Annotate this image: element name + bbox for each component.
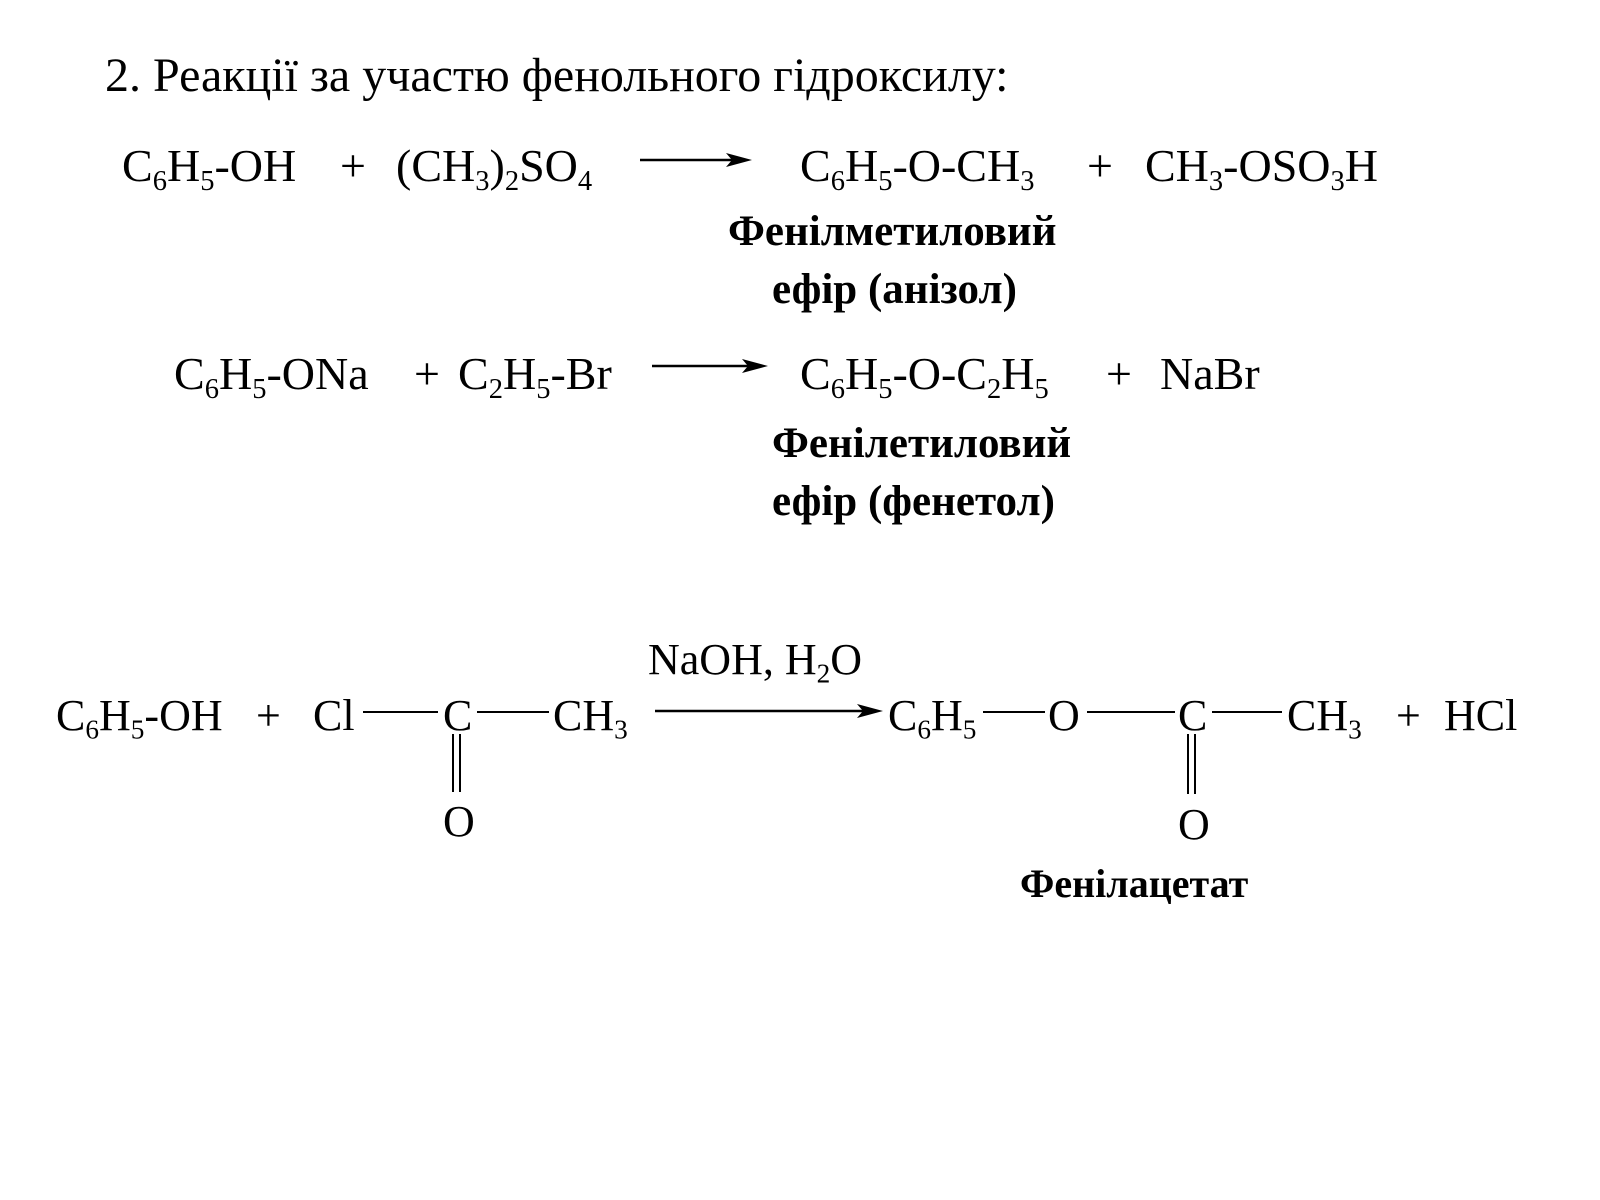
r3-ester-oxygen: O — [1048, 691, 1080, 740]
r1-product-name-line1: Фенілметиловий — [728, 208, 1057, 255]
slide-title: 2. Реакції за участю фенольного гідрокси… — [105, 49, 1009, 102]
r3-product-c-ch3-bond — [1212, 711, 1282, 713]
r3-o-c-bond — [1087, 711, 1175, 713]
r3-carbonyl-oxygen: O — [443, 797, 475, 846]
r1-product-name-line2: ефір (анізол) — [772, 266, 1017, 313]
r2-plus-2: + — [1106, 348, 1132, 399]
r2-sodium-phenoxide: C6H5-ONa — [174, 348, 369, 406]
r3-product-methyl-group: CH3 — [1287, 691, 1362, 745]
r3-reaction-condition: NaOH, H2O — [648, 635, 863, 689]
r3-ph-o-bond — [983, 711, 1045, 713]
r3-chlorine-atom: Cl — [313, 691, 355, 740]
r2-phenetole: C6H5-O-C2H5 — [800, 348, 1049, 406]
r2-plus-1: + — [414, 348, 440, 399]
r2-reaction-arrow — [652, 359, 768, 373]
r1-reaction-arrow — [640, 153, 752, 167]
r3-cl-c-bond — [363, 711, 438, 713]
r3-plus-1: + — [256, 691, 281, 740]
r3-phenyl-group: C6H5 — [888, 691, 977, 745]
r1-anisole: C6H5-O-CH3 — [800, 140, 1035, 198]
r1-plus-1: + — [340, 140, 366, 191]
r3-plus-2: + — [1396, 691, 1421, 740]
r3-product-carbonyl-carbon: C — [1178, 691, 1208, 740]
r3-phenol: C6H5-OH — [56, 691, 223, 745]
r2-ethyl-bromide: C2H5-Br — [458, 348, 612, 406]
r1-plus-2: + — [1087, 140, 1113, 191]
r2-product-name-line2: ефір (фенетол) — [772, 478, 1055, 525]
r3-product-carbonyl-double-bond — [1187, 734, 1196, 794]
r1-methyl-sulfuric-acid: CH3-OSO3H — [1145, 140, 1379, 198]
r3-reaction-arrow — [655, 704, 883, 718]
r3-methyl-group: CH3 — [553, 691, 628, 745]
r2-product-name-line1: Фенілетиловий — [772, 420, 1072, 467]
r2-sodium-bromide: NaBr — [1160, 348, 1260, 399]
r3-carbonyl-double-bond — [452, 734, 461, 792]
r1-phenol: C6H5-OH — [122, 140, 297, 198]
r1-dimethyl-sulfate: (CH3)2SO4 — [396, 140, 593, 198]
r3-product-name: Фенілацетат — [1020, 861, 1249, 906]
r3-product-carbonyl-oxygen: O — [1178, 800, 1210, 849]
r3-c-ch3-bond — [477, 711, 549, 713]
r3-carbonyl-carbon: C — [443, 691, 473, 740]
r3-hydrogen-chloride: HCl — [1444, 691, 1518, 740]
